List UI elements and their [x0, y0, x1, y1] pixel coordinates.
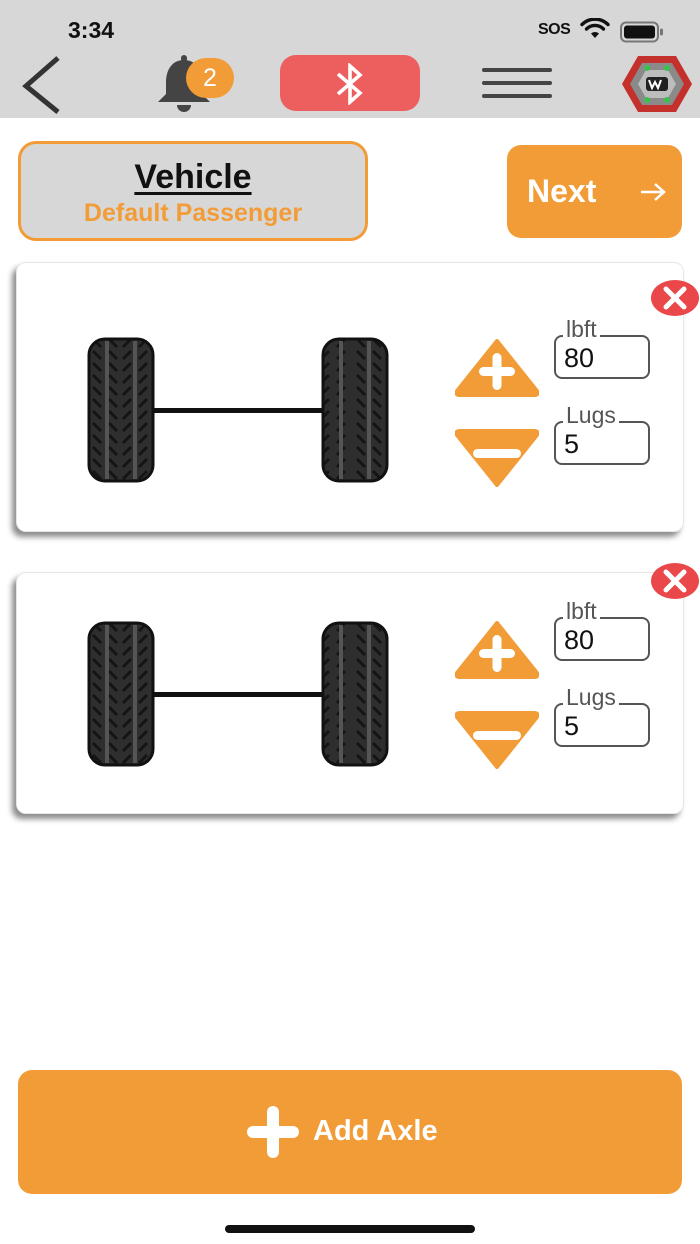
notifications-button[interactable]: 2	[150, 54, 240, 114]
increase-torque-button[interactable]	[454, 621, 540, 679]
lugs-label: Lugs	[563, 403, 619, 427]
axle-card-2: lbft 80 Lugs 5	[16, 572, 684, 814]
app-logo-icon[interactable]	[620, 54, 694, 114]
torque-value: 80	[564, 625, 595, 655]
battery-icon	[620, 21, 664, 48]
torque-field[interactable]: lbft 80	[554, 599, 650, 661]
bluetooth-icon	[336, 63, 363, 105]
status-time: 3:34	[68, 17, 115, 43]
remove-axle-2-button[interactable]	[650, 562, 700, 600]
close-icon	[651, 563, 699, 599]
bluetooth-button[interactable]	[280, 55, 420, 111]
decrease-torque-button[interactable]	[454, 711, 540, 769]
lugs-field[interactable]: Lugs 5	[554, 403, 650, 465]
axle-wheels-icon	[87, 337, 389, 483]
minus-icon	[454, 429, 540, 487]
status-bar: 3:34 SOS	[0, 0, 700, 50]
torque-label: lbft	[563, 599, 600, 623]
axle-card-1: lbft 80 Lugs 5	[16, 262, 684, 532]
torque-value: 80	[564, 343, 595, 373]
wifi-icon	[580, 17, 610, 45]
status-sos: SOS	[538, 21, 571, 38]
next-button[interactable]: Next	[507, 145, 682, 238]
chevron-left-icon	[22, 56, 60, 114]
plus-icon	[454, 621, 540, 679]
lugs-value: 5	[564, 429, 580, 459]
axle-wheels-icon	[87, 621, 389, 767]
remove-axle-1-button[interactable]	[650, 279, 700, 317]
add-axle-label: Add Axle	[313, 1115, 438, 1147]
vehicle-subtitle: Default Passenger	[83, 199, 303, 227]
minus-icon	[454, 711, 540, 769]
torque-field[interactable]: lbft 80	[554, 317, 650, 379]
nav-bar: 2	[0, 50, 700, 118]
close-icon	[651, 280, 699, 316]
vehicle-selector[interactable]: Vehicle Default Passenger	[18, 141, 368, 241]
next-button-label: Next	[527, 173, 597, 209]
menu-button[interactable]	[482, 66, 554, 102]
notification-badge: 2	[186, 58, 234, 98]
vehicle-title: Vehicle	[134, 158, 252, 196]
lugs-label: Lugs	[563, 685, 619, 709]
plus-icon	[454, 339, 540, 397]
decrease-torque-button[interactable]	[454, 429, 540, 487]
back-button[interactable]	[18, 54, 70, 114]
torque-label: lbft	[563, 317, 600, 341]
lugs-field[interactable]: Lugs 5	[554, 685, 650, 747]
plus-icon	[247, 1106, 299, 1158]
add-axle-button[interactable]: Add Axle	[18, 1070, 682, 1194]
increase-torque-button[interactable]	[454, 339, 540, 397]
home-indicator	[225, 1225, 475, 1233]
arrow-right-icon	[641, 183, 666, 201]
lugs-value: 5	[564, 711, 580, 741]
